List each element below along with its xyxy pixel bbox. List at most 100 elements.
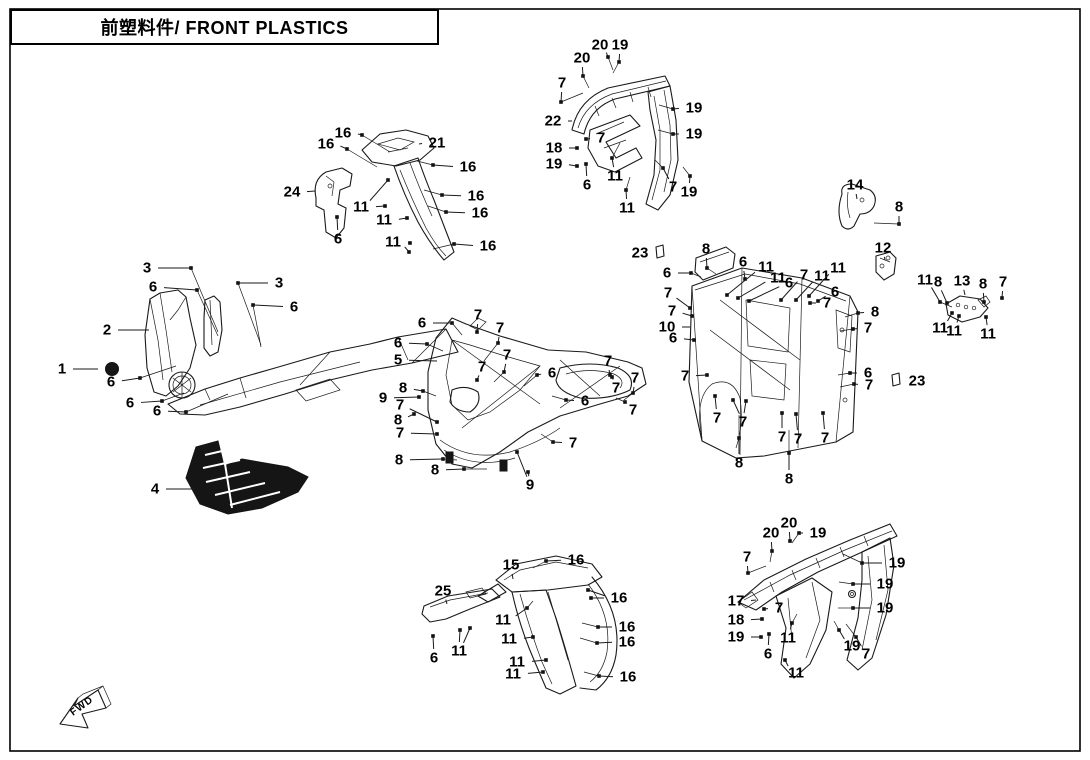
part-drawing-bracket-12 bbox=[875, 251, 897, 281]
callout-number: 11 bbox=[932, 320, 948, 337]
callout-18: 18 bbox=[546, 140, 579, 157]
callout-number: 16 bbox=[620, 669, 637, 686]
callout-number: 21 bbox=[429, 135, 446, 152]
callout-11: 11 bbox=[917, 272, 953, 308]
callout-20: 20 bbox=[763, 525, 779, 563]
part-clip-23-right bbox=[891, 372, 901, 387]
callout-7: 7 bbox=[779, 267, 808, 302]
callout-number: 16 bbox=[472, 205, 489, 222]
callout-number: 16 bbox=[568, 552, 585, 569]
callout-7: 7 bbox=[808, 295, 831, 312]
callout-6: 6 bbox=[126, 392, 185, 412]
callout-number: 11 bbox=[770, 270, 786, 287]
callout-8: 8 bbox=[979, 276, 987, 304]
callout-8: 8 bbox=[395, 452, 458, 469]
callout-8: 8 bbox=[735, 415, 743, 472]
callout-20: 20 bbox=[781, 515, 798, 543]
callout-14: 14 bbox=[847, 177, 864, 200]
callout-6: 6 bbox=[747, 275, 793, 303]
callout-number: 6 bbox=[394, 335, 402, 352]
callout-16: 16 bbox=[432, 238, 497, 255]
callout-number: 19 bbox=[546, 156, 563, 173]
page-border bbox=[9, 8, 1081, 752]
callout-number: 20 bbox=[592, 37, 609, 54]
callout-number: 16 bbox=[335, 125, 352, 142]
callout-number: 13 bbox=[954, 273, 971, 290]
callout-number: 6 bbox=[581, 393, 589, 410]
callout-11: 11 bbox=[736, 270, 786, 300]
callout-3: 3 bbox=[143, 260, 219, 333]
part-grille bbox=[185, 440, 309, 515]
callout-number: 3 bbox=[143, 260, 151, 277]
callout-19: 19 bbox=[658, 100, 702, 117]
callout-number: 6 bbox=[153, 403, 161, 420]
callout-number: 9 bbox=[379, 390, 387, 407]
callout-6: 6 bbox=[394, 335, 444, 352]
callout-number: 6 bbox=[418, 315, 426, 332]
callout-number: 23 bbox=[909, 373, 926, 390]
callout-number: 6 bbox=[669, 330, 677, 347]
callout-number: 19 bbox=[810, 525, 827, 542]
callout-4: 4 bbox=[151, 481, 196, 498]
callout-24: 24 bbox=[284, 184, 316, 201]
callout-number: 7 bbox=[569, 435, 577, 452]
callout-number: 6 bbox=[864, 365, 872, 382]
callout-number: 6 bbox=[107, 374, 115, 391]
callout-7: 7 bbox=[778, 411, 786, 446]
callout-number: 16 bbox=[619, 634, 636, 651]
callout-11: 11 bbox=[505, 666, 545, 683]
callout-7: 7 bbox=[999, 274, 1007, 300]
part-drawing-front-rack bbox=[427, 317, 647, 472]
callout-number: 16 bbox=[480, 238, 497, 255]
callout-6: 6 bbox=[418, 315, 463, 336]
callout-7: 7 bbox=[474, 307, 482, 334]
callout-11: 11 bbox=[385, 234, 412, 254]
callout-number: 8 bbox=[394, 412, 402, 429]
callout-6: 6 bbox=[107, 365, 177, 391]
callout-11: 11 bbox=[725, 259, 774, 297]
callout-1: 1 bbox=[58, 361, 98, 378]
callout-11: 11 bbox=[946, 314, 962, 340]
callout-11: 11 bbox=[495, 600, 534, 629]
callout-number: 7 bbox=[743, 549, 751, 566]
callout-8: 8 bbox=[873, 199, 903, 226]
callout-19: 19 bbox=[728, 629, 763, 646]
callout-number: 12 bbox=[875, 240, 892, 257]
callout-number: 11 bbox=[607, 168, 623, 185]
callout-11: 11 bbox=[376, 212, 409, 229]
callout-7: 7 bbox=[713, 394, 721, 427]
callout-6: 6 bbox=[669, 330, 696, 347]
callout-number: 7 bbox=[558, 75, 566, 92]
callout-7: 7 bbox=[821, 411, 829, 447]
callout-number: 7 bbox=[396, 397, 404, 414]
callout-number: 19 bbox=[877, 576, 894, 593]
callout-16: 16 bbox=[583, 669, 637, 686]
callout-2: 2 bbox=[103, 322, 149, 339]
callout-7: 7 bbox=[396, 397, 439, 424]
callout-11: 11 bbox=[980, 315, 996, 343]
callout-number: 11 bbox=[501, 631, 517, 648]
callout-number: 7 bbox=[597, 130, 605, 147]
callout-7: 7 bbox=[584, 130, 605, 147]
callout-15: 15 bbox=[503, 557, 519, 580]
callout-number: 7 bbox=[604, 353, 612, 370]
callout-number: 7 bbox=[669, 179, 677, 196]
callout-number: 7 bbox=[865, 377, 873, 394]
part-headlight-cap bbox=[105, 362, 119, 376]
callout-8: 8 bbox=[399, 380, 437, 397]
callout-9: 9 bbox=[379, 390, 421, 407]
callout-23: 23 bbox=[909, 373, 926, 390]
callout-6: 6 bbox=[334, 215, 342, 248]
callout-7: 7 bbox=[681, 368, 709, 385]
callout-number: 16 bbox=[619, 619, 636, 636]
callout-20: 20 bbox=[592, 37, 614, 71]
callout-19: 19 bbox=[838, 576, 894, 593]
callout-number: 19 bbox=[686, 126, 703, 143]
callout-20: 20 bbox=[574, 50, 590, 89]
callout-7: 7 bbox=[743, 549, 767, 575]
callout-number: 20 bbox=[781, 515, 798, 532]
callout-6: 6 bbox=[583, 162, 591, 194]
callout-number: 8 bbox=[871, 304, 879, 321]
callout-7: 7 bbox=[558, 75, 584, 104]
